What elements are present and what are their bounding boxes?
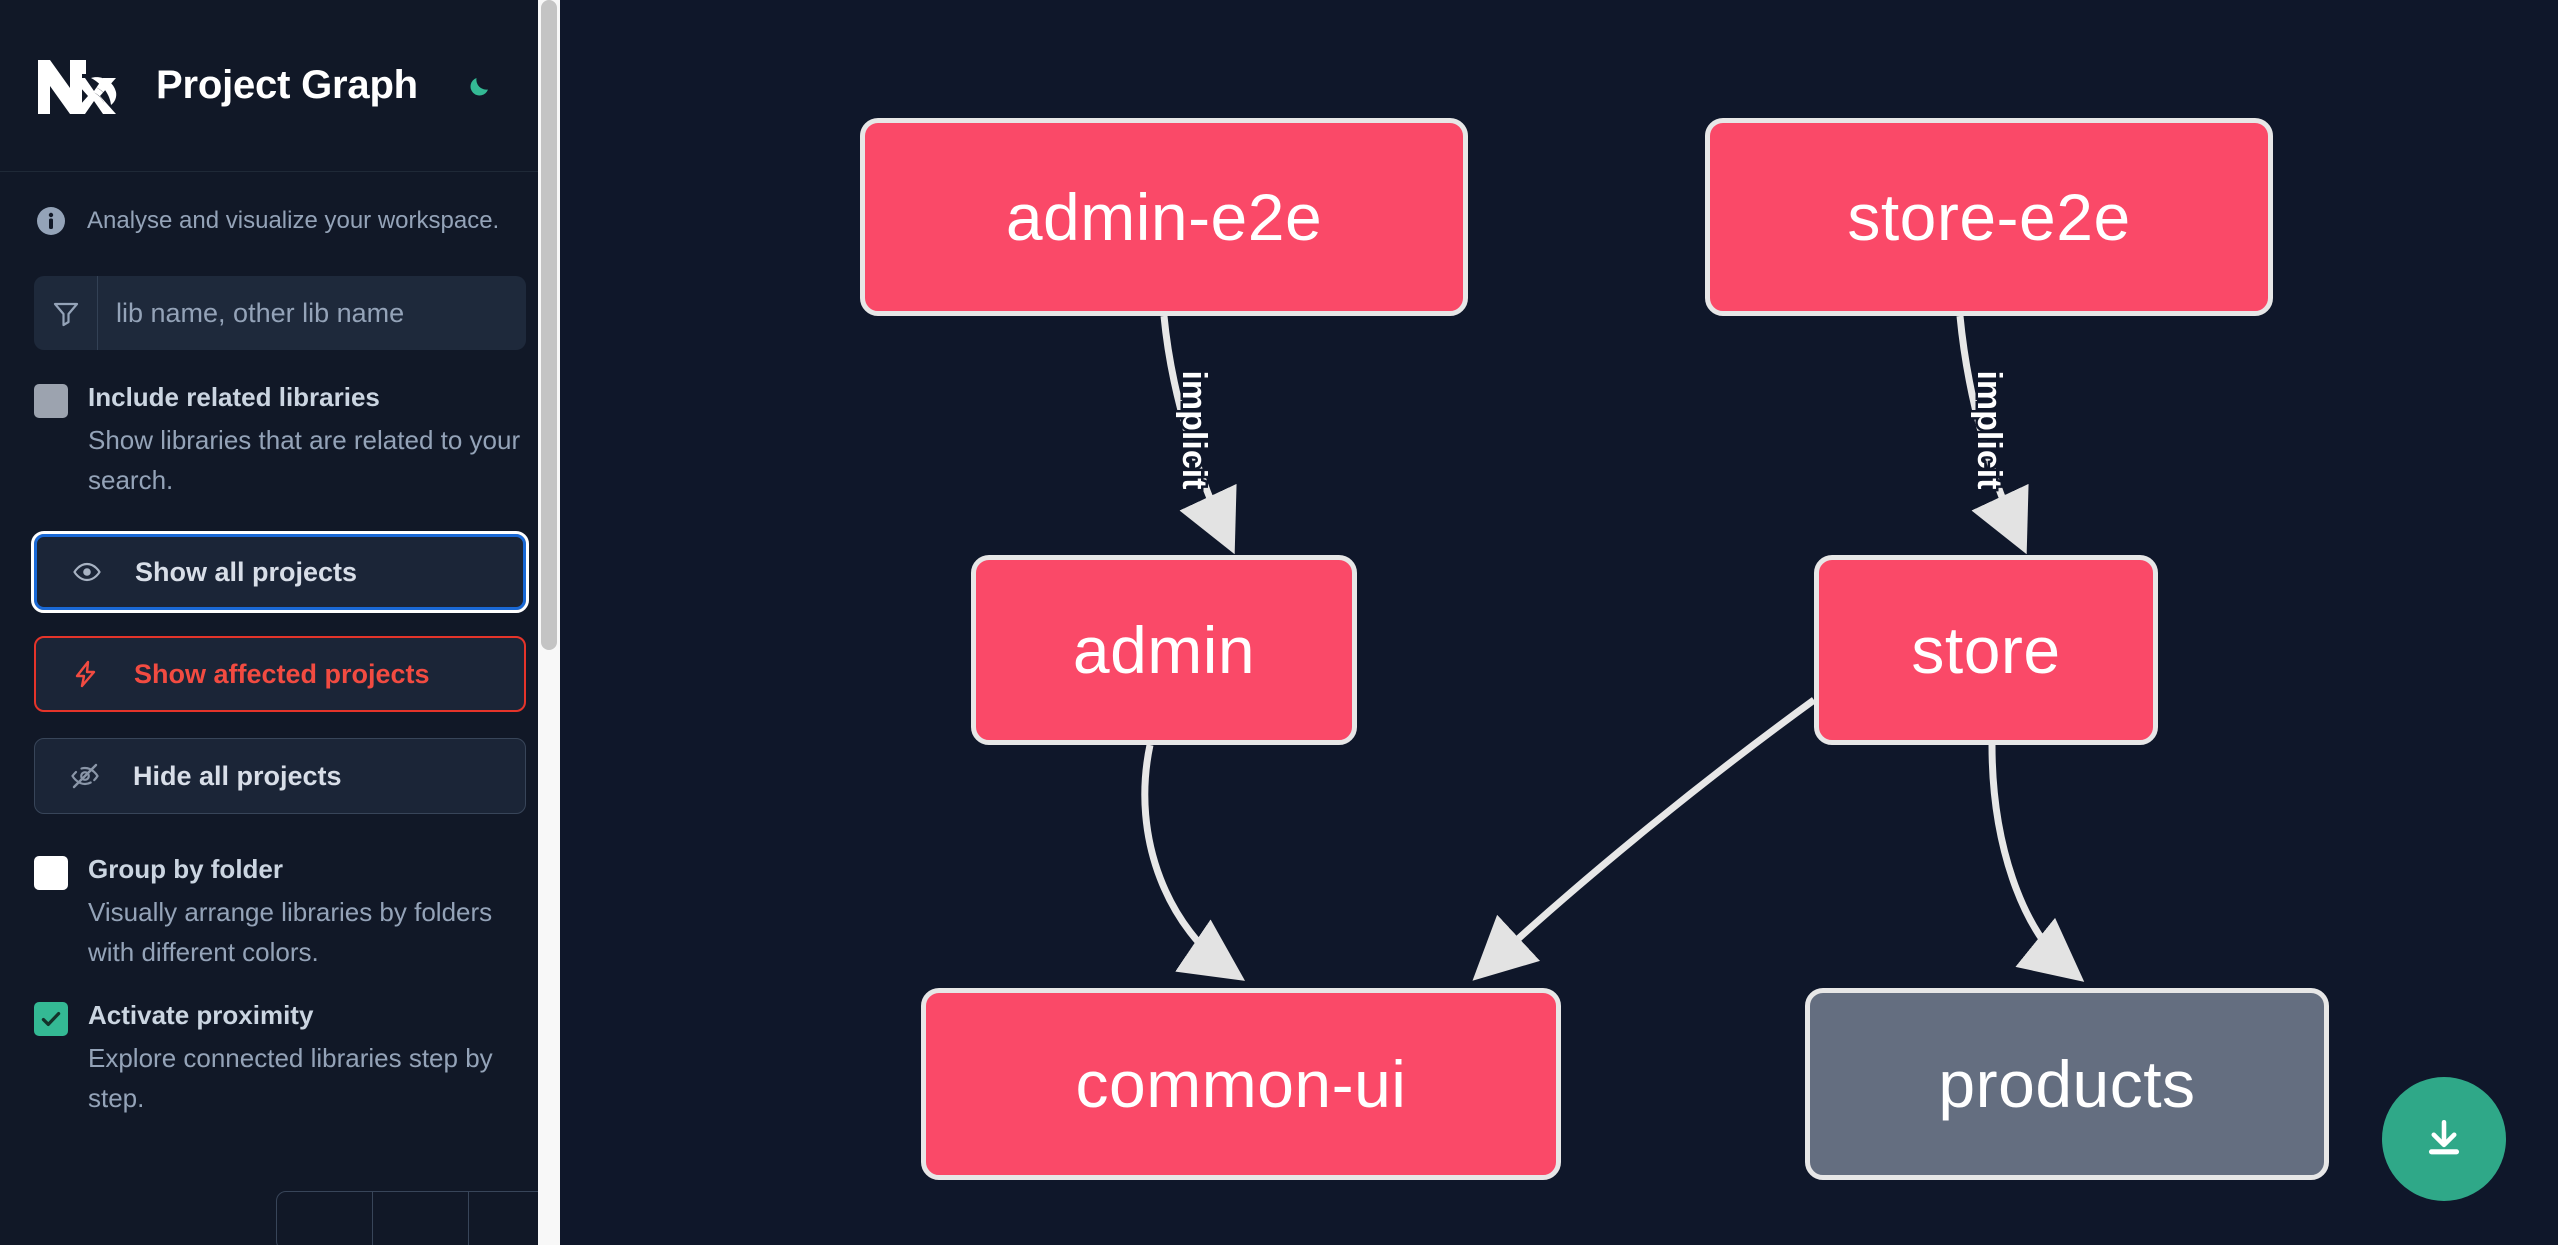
button-label: Show all projects	[135, 556, 358, 587]
edge-label-implicit-right: implicit	[1968, 368, 2011, 492]
checkbox-box[interactable]	[34, 1002, 68, 1036]
search-input[interactable]	[98, 276, 526, 350]
filter-row	[0, 238, 560, 350]
node-label: store-e2e	[1847, 180, 2131, 254]
graph-node-common-ui[interactable]: common-ui	[921, 988, 1561, 1180]
checkbox-box[interactable]	[34, 384, 68, 418]
tagline-text: Analyse and visualize your workspace.	[87, 207, 500, 234]
button-label: Show affected projects	[134, 658, 430, 689]
svg-text:implicit: implicit	[1175, 370, 1213, 489]
edge-admin-common-ui	[1141, 744, 1246, 981]
edge-label-implicit-left: implicit	[1173, 368, 1216, 492]
node-label: admin-e2e	[1005, 180, 1323, 254]
moon-icon[interactable]	[460, 66, 500, 106]
eye-off-icon	[63, 754, 107, 798]
node-label: store	[1911, 613, 2061, 687]
node-label: common-ui	[1075, 1047, 1407, 1121]
button-label: Hide all projects	[133, 760, 342, 791]
sidebar: Project Graph Analyse and visualize your…	[0, 0, 560, 1245]
button-stack: Show all projects Show affected projects	[0, 500, 560, 814]
checkbox-label: Group by folder	[88, 854, 283, 884]
graph-node-admin[interactable]: admin	[971, 555, 1357, 745]
page-title: Project Graph	[156, 63, 418, 107]
show-all-projects-button[interactable]: Show all projects	[31, 531, 529, 613]
graph-node-admin-e2e[interactable]: admin-e2e	[860, 118, 1468, 316]
tagline-row: Analyse and visualize your workspace.	[0, 172, 560, 238]
node-label: admin	[1072, 613, 1256, 687]
funnel-filter-icon	[34, 276, 98, 350]
checkbox-label: Activate proximity	[88, 1000, 314, 1030]
edge-store-e2e-store	[1956, 315, 2029, 555]
graph-edges: implicit implicit	[1141, 315, 2085, 982]
sidebar-scrollbar-thumb[interactable]	[541, 0, 557, 650]
sidebar-scrollbar-track[interactable]	[538, 0, 560, 1245]
info-icon	[34, 204, 68, 238]
edge-admin-e2e-admin	[1160, 315, 1237, 555]
checkbox-description: Visually arrange libraries by folders wi…	[88, 897, 493, 967]
checkbox-description: Explore connected libraries step by step…	[88, 1043, 493, 1113]
download-icon	[2419, 1112, 2469, 1167]
eye-icon	[65, 550, 109, 594]
checkbox-group-by-folder[interactable]: Group by folder Visually arrange librari…	[0, 840, 560, 972]
svg-text:implicit: implicit	[1970, 370, 2008, 489]
graph-node-store-e2e[interactable]: store-e2e	[1705, 118, 2273, 316]
checkbox-description: Show libraries that are related to your …	[88, 425, 521, 495]
checkbox-include-related-libraries[interactable]: Include related libraries Show libraries…	[0, 350, 560, 500]
segment-2[interactable]	[373, 1192, 469, 1245]
segmented-control-partial[interactable]	[276, 1191, 560, 1245]
show-affected-projects-button[interactable]: Show affected projects	[34, 636, 526, 712]
edge-store-common-ui	[1472, 697, 1817, 981]
filter-box[interactable]	[34, 276, 526, 350]
node-label: products	[1938, 1047, 2196, 1121]
sidebar-header: Project Graph	[0, 0, 560, 172]
check-icon	[41, 1011, 61, 1027]
edge-store-products	[1988, 744, 2085, 982]
checkbox-box[interactable]	[34, 856, 68, 890]
checkbox-activate-proximity[interactable]: Activate proximity Explore connected lib…	[0, 972, 560, 1118]
download-button[interactable]	[2382, 1077, 2506, 1201]
graph-node-products[interactable]: products	[1805, 988, 2329, 1180]
nx-logo-icon	[34, 54, 122, 118]
graph-node-store[interactable]: store	[1814, 555, 2158, 745]
segment-1[interactable]	[277, 1192, 373, 1245]
lightning-bolt-icon	[64, 652, 108, 696]
graph-canvas[interactable]: implicit implicit admin-e2e store-e2e ad…	[560, 0, 2558, 1245]
hide-all-projects-button[interactable]: Hide all projects	[34, 738, 526, 814]
checkbox-label: Include related libraries	[88, 382, 380, 412]
